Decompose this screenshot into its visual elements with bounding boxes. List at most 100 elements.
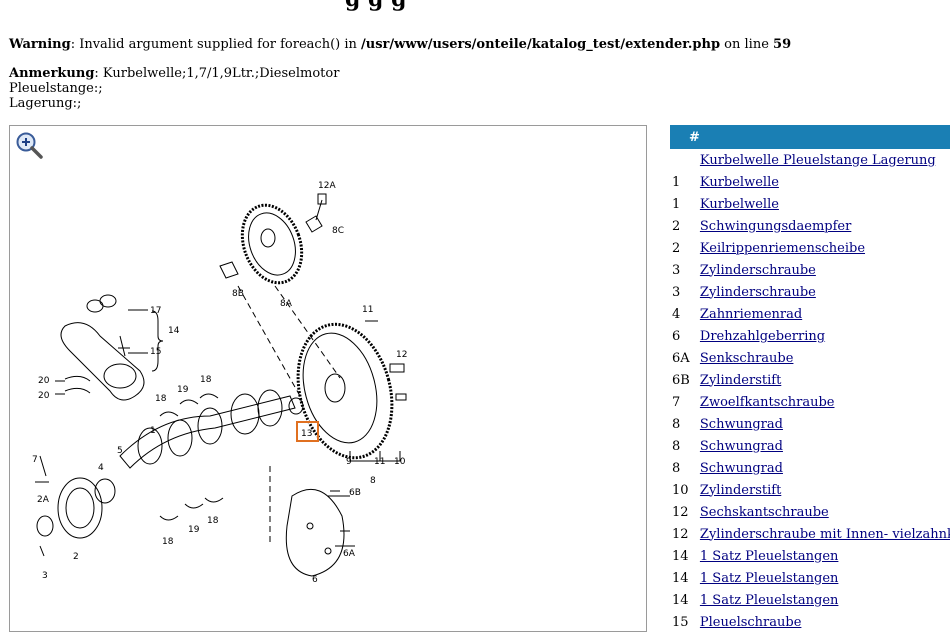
- table-row: 8 Schwungrad: [670, 413, 950, 435]
- part-name-cell: Zwoelfkantschraube: [700, 391, 950, 413]
- part-number: 3: [672, 284, 681, 300]
- part-name-cell: Keilrippenriemenscheibe: [700, 237, 950, 259]
- warning-line-number: 59: [773, 37, 792, 52]
- diagram-label: 3: [42, 571, 48, 581]
- diagram-label: 15: [150, 347, 161, 357]
- column-header-name: [699, 125, 950, 149]
- diagram-label: 20: [38, 391, 50, 401]
- diagram-label: 8B: [232, 289, 244, 299]
- table-row: 2 Schwingungsdaempfer: [670, 215, 950, 237]
- part-link[interactable]: Zylinderschraube: [699, 262, 816, 278]
- remark-line-2: Pleuelstange:;: [9, 81, 103, 96]
- part-name-cell: 1 Satz Pleuelstangen: [700, 589, 950, 611]
- part-link[interactable]: Drehzahlgeberring: [699, 328, 826, 344]
- diagram-label: 10: [394, 457, 406, 467]
- part-link[interactable]: 1 Satz Pleuelstangen: [699, 548, 839, 564]
- part-link[interactable]: Zylinderschraube: [699, 284, 816, 300]
- table-row: 3 Zylinderschraube: [670, 259, 950, 281]
- table-row: 6 Drehzahlgeberring: [670, 325, 950, 347]
- part-link[interactable]: 1 Satz Pleuelstangen: [699, 592, 839, 608]
- remark-line-3: Lagerung:;: [9, 96, 82, 111]
- part-name-cell: Schwungrad: [700, 435, 950, 457]
- part-number: 8: [672, 438, 681, 454]
- part-link[interactable]: Senkschraube: [699, 350, 794, 366]
- part-link[interactable]: Zahnriemenrad: [699, 306, 803, 322]
- diagram-drawing: 12A 8C 8B 8A 17 14 15 20 20 11 12 19 18 …: [32, 181, 407, 585]
- part-number: 2: [672, 218, 681, 234]
- page-title: g g g: [345, 0, 406, 12]
- part-number: 14: [672, 570, 689, 586]
- part-link[interactable]: Zylinderstift: [699, 372, 782, 388]
- remark-line-1: : Kurbelwelle;1,7/1,9Ltr.;Dieselmotor: [94, 66, 340, 81]
- part-number: 6: [672, 328, 681, 344]
- part-name-cell: Drehzahlgeberring: [700, 325, 950, 347]
- remark-block: Anmerkung: Kurbelwelle;1,7/1,9Ltr.;Diese…: [9, 66, 339, 111]
- part-link[interactable]: Keilrippenriemenscheibe: [699, 240, 866, 256]
- part-link[interactable]: Kurbelwelle: [699, 174, 779, 190]
- warning-on-line: on line: [720, 37, 774, 52]
- exploded-parts-diagram[interactable]: 12A 8C 8B 8A 17 14 15 20 20 11 12 19 18 …: [9, 125, 647, 632]
- part-link[interactable]: Sechskantschraube: [699, 504, 829, 520]
- table-row: 14 1 Satz Pleuelstangen: [670, 567, 950, 589]
- diagram-label: 7: [32, 455, 38, 465]
- part-number: 12: [672, 504, 689, 520]
- part-name-cell: Schwungrad: [700, 457, 950, 479]
- part-number: 3: [672, 262, 681, 278]
- diagram-label: 18: [162, 537, 174, 547]
- diagram-label: 12A: [318, 181, 336, 191]
- warning-text: : Invalid argument supplied for foreach(…: [70, 37, 362, 52]
- diagram-label: 11: [362, 305, 373, 315]
- diagram-label: 17: [150, 306, 161, 316]
- part-link[interactable]: Schwungrad: [699, 416, 783, 432]
- part-number: 8: [672, 416, 681, 432]
- part-link[interactable]: Zwoelfkantschraube: [699, 394, 835, 410]
- part-link[interactable]: Zylinderschraube mit Innen- vielzahnkopf: [699, 526, 950, 542]
- diagram-label: 5: [117, 446, 123, 456]
- table-row: 4 Zahnriemenrad: [670, 303, 950, 325]
- diagram-label: 6A: [343, 549, 356, 559]
- part-link[interactable]: Kurbelwelle: [699, 196, 779, 212]
- magnifier-plus-icon[interactable]: [14, 130, 44, 160]
- part-link[interactable]: Schwingungsdaempfer: [699, 218, 852, 234]
- part-link[interactable]: Kurbelwelle Pleuelstange Lagerung: [699, 152, 936, 168]
- diagram-label: 19: [177, 385, 189, 395]
- diagram-label: 13: [301, 429, 312, 439]
- table-row: 12 Sechskantschraube: [670, 501, 950, 523]
- table-row: 6A Senkschraube: [670, 347, 950, 369]
- diagram-label: 2: [73, 552, 79, 562]
- part-link[interactable]: Schwungrad: [699, 460, 783, 476]
- part-link[interactable]: Schwungrad: [699, 438, 783, 454]
- diagram-label: 18: [155, 394, 167, 404]
- part-number: 8: [672, 460, 681, 476]
- part-name-cell: Zylinderschraube mit Innen- vielzahnkopf: [700, 523, 950, 545]
- part-link[interactable]: 1 Satz Pleuelstangen: [699, 570, 839, 586]
- diagram-label: 19: [188, 525, 200, 535]
- diagram-label: 20: [38, 376, 50, 386]
- table-row: 3 Zylinderschraube: [670, 281, 950, 303]
- part-name-cell: Pleuelschraube: [700, 611, 950, 633]
- column-header-number: #: [670, 125, 700, 149]
- part-number: 6A: [672, 350, 690, 366]
- warning-label: Warning: [9, 37, 71, 52]
- diagram-label: 6B: [349, 488, 361, 498]
- diagram-label: 11: [374, 457, 385, 467]
- diagram-label: 6: [312, 575, 318, 585]
- part-name-cell: Sechskantschraube: [700, 501, 950, 523]
- part-number: 4: [672, 306, 681, 322]
- warning-path: /usr/www/users/onteile/katalog_test/exte…: [361, 37, 721, 52]
- part-link[interactable]: Zylinderstift: [699, 482, 782, 498]
- diagram-label: 14: [168, 326, 180, 336]
- table-row: 8 Schwungrad: [670, 457, 950, 479]
- part-number: [670, 149, 700, 171]
- diagram-label: 8A: [280, 299, 293, 309]
- highlight-box-13[interactable]: [296, 421, 319, 442]
- part-number: 15: [672, 614, 689, 630]
- part-link[interactable]: Pleuelschraube: [699, 614, 802, 630]
- part-name-cell: Kurbelwelle Pleuelstange Lagerung: [700, 149, 950, 171]
